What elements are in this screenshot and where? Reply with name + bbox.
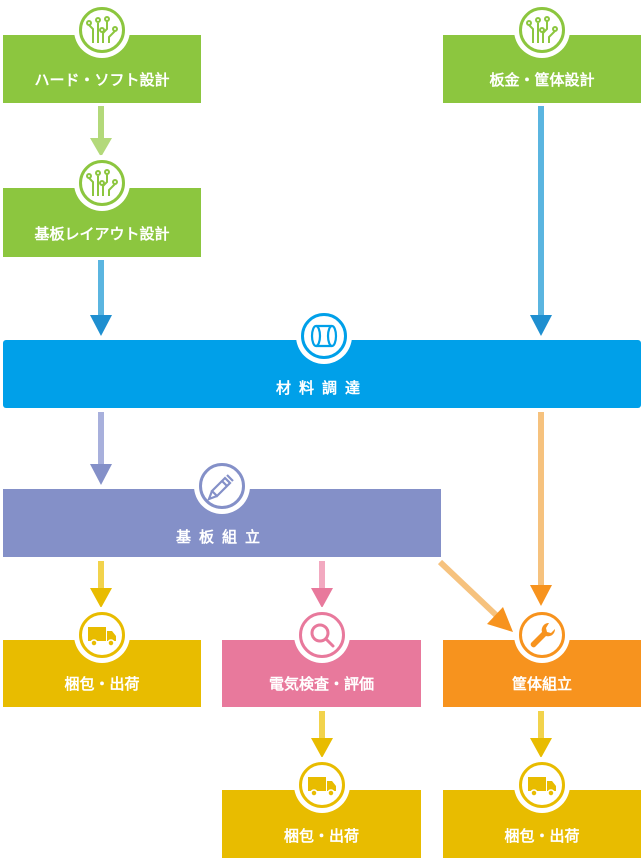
node-label: 板金・筐体設計	[489, 70, 595, 89]
arrow-procurement-to-enclosure	[530, 412, 552, 606]
node-label: 梱包・出荷	[283, 826, 359, 845]
node-label: 基板組立	[175, 527, 268, 546]
circuit-icon	[74, 155, 130, 211]
arrow-boardassembly-to-enclosure	[437, 559, 513, 632]
soldering-icon	[194, 458, 250, 514]
node-label: 基板レイアウト設計	[34, 225, 170, 243]
arrow-procurement-to-boardassembly	[90, 412, 112, 485]
circuit-icon	[514, 2, 570, 58]
arrow-layout-to-procurement	[90, 260, 112, 336]
truck-icon	[74, 607, 130, 663]
arrow-inspection-to-packing2	[311, 711, 333, 758]
arrow-hwsw-to-layout	[90, 106, 112, 157]
node-label: 電気検査・評価	[268, 675, 374, 693]
circuit-icon	[74, 2, 130, 58]
node-label: 梱包・出荷	[504, 826, 580, 845]
material-roll-icon	[296, 308, 352, 364]
node-label: 梱包・出荷	[64, 675, 140, 693]
magnifier-icon	[294, 607, 350, 663]
truck-icon	[294, 757, 350, 813]
node-label: 材料調達	[275, 378, 368, 397]
truck-icon	[514, 757, 570, 813]
wrench-icon	[514, 607, 570, 663]
arrow-sheetmetal-to-procurement	[530, 106, 552, 336]
node-label: 筐体組立	[511, 675, 572, 693]
arrow-boardassembly-to-inspection	[311, 561, 333, 608]
node-label: ハード・ソフト設計	[34, 70, 170, 89]
arrow-boardassembly-to-packing1	[90, 561, 112, 608]
arrow-enclosure-to-packing3	[530, 711, 552, 758]
